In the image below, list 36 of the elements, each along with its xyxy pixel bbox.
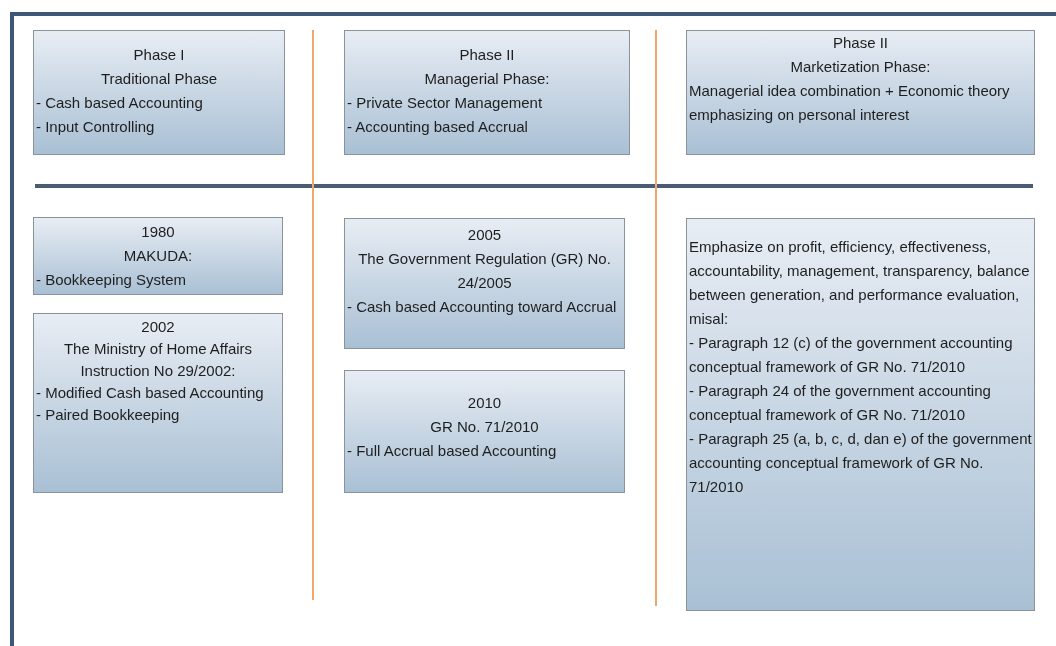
text-box [33,217,283,295]
body-text: - Accounting based Accrual [347,117,529,137]
heading-text: MAKUDA: [122,246,194,266]
heading-text: The Ministry of Home Affairs Instruction No 29/2002: [62,339,254,381]
body-text: - Cash based Accounting toward Accrual [347,297,618,317]
heading-text: Traditional Phase [99,69,219,89]
heading-text: Phase II [458,45,516,65]
text-box [33,30,285,155]
body-text: - Paragraph 12 (c) of the government accounting conceptual framework of GR No. 71/2010 [689,333,1014,377]
body-text: - Full Accrual based Accounting [347,441,558,461]
heading-text: GR No. 71/2010 [429,417,540,437]
heading-text: 2002 [140,317,176,337]
body-text: - Bookkeeping System [36,270,188,290]
text-box [33,313,283,493]
text-box [344,30,630,155]
body-text: - Input Controlling [36,117,156,137]
heading-text: 1980 [140,222,176,242]
body-text: Managerial idea combination + Economic theory emphasizing on personal interest [689,81,1011,125]
text-box [686,218,1035,611]
heading-text: Marketization Phase: [789,57,932,77]
body-text: Emphasize on profit, efficiency, effectiveness, accountability, management, transparency, balance between generation, and performance evaluation, misal: [689,237,1031,329]
text-box [344,218,625,349]
text-box [344,370,625,493]
body-text: - Cash based Accounting [36,93,204,113]
heading-text: Phase II [831,33,889,53]
heading-text: Managerial Phase: [423,69,551,89]
heading-text: 2010 [466,393,503,413]
heading-text: Phase I [132,45,186,65]
body-text: - Paragraph 24 of the government accounting conceptual framework of GR No. 71/2010 [689,381,992,425]
body-text: - Paired Bookkeeping [36,405,181,425]
body-text: - Private Sector Management [347,93,544,113]
heading-text: The Government Regulation (GR) No. 24/2005 [357,249,612,293]
text-box [686,30,1035,155]
body-text: - Paragraph 25 (a, b, c, d, dan e) of the government accounting conceptual framework of GR No. 71/2010 [689,429,1032,497]
heading-text: 2005 [466,225,503,245]
body-text: - Modified Cash based Accounting [36,383,265,403]
